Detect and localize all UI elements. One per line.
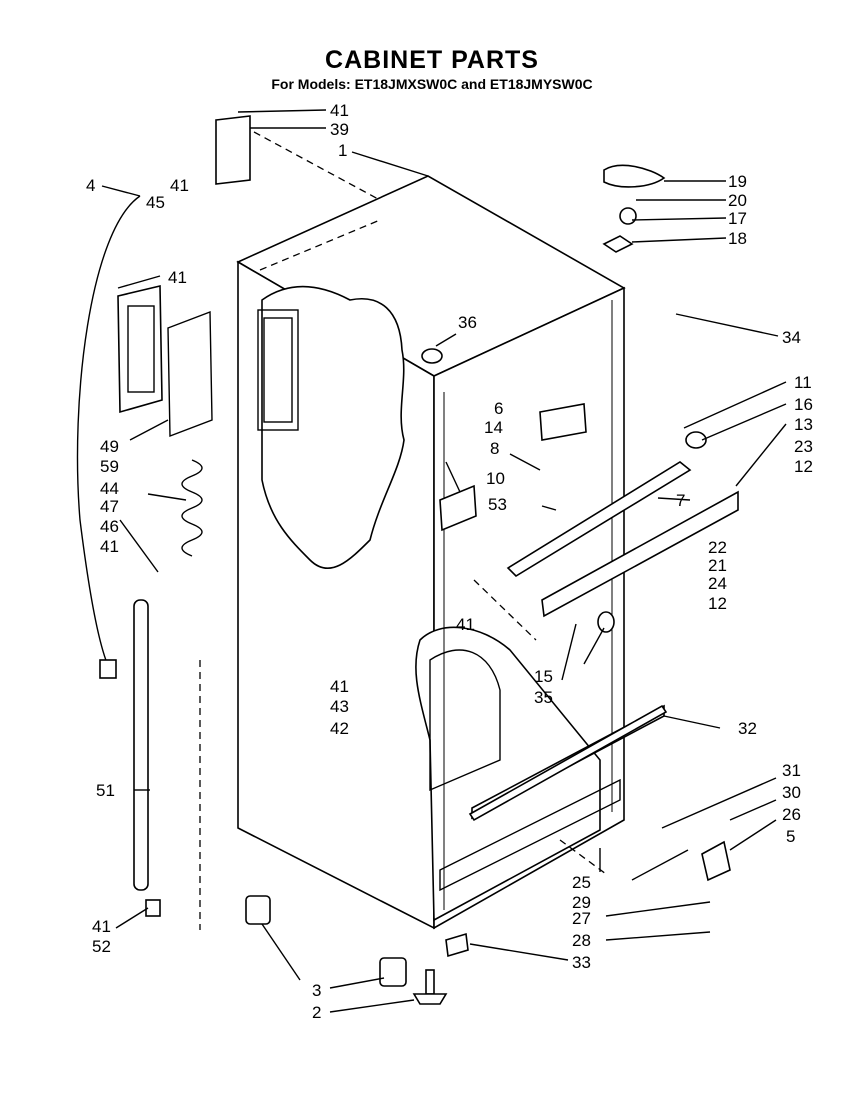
label-8: 8 [490,439,499,458]
label-46: 46 [100,517,119,536]
leader-lines [101,109,787,1013]
label-42: 42 [330,719,349,738]
label-23: 23 [794,437,813,456]
label-11: 11 [794,373,812,392]
label-2: 2 [312,1003,321,1022]
label-35: 35 [534,688,553,707]
part-labels: 41 39 1 4 41 45 19 20 17 18 41 34 36 11 … [86,101,813,1022]
label-22: 22 [708,538,727,557]
label-19: 19 [728,172,747,191]
label-39: 39 [330,120,349,139]
label-12: 12 [794,457,813,476]
label-32: 32 [738,719,757,738]
label-41: 41 [330,677,349,696]
label-31: 31 [782,761,801,780]
label-29: 29 [572,893,591,912]
label-15: 15 [534,667,553,686]
label-18: 18 [728,229,747,248]
label-45: 45 [146,193,165,212]
label-4: 4 [86,176,95,195]
label-49: 49 [100,437,119,456]
parts-glyphs [76,115,739,1005]
label-51: 51 [96,781,115,800]
label-21: 21 [708,556,727,575]
label-30: 30 [782,783,801,802]
label-41: 41 [100,537,119,556]
label-28: 28 [572,931,591,950]
label-41: 41 [170,176,189,195]
label-41: 41 [330,101,349,120]
label-25: 25 [572,873,591,892]
label-14: 14 [484,418,503,437]
label-41: 41 [92,917,111,936]
label-12: 12 [708,594,727,613]
diagram-title: CABINET PARTS [325,46,539,74]
label-44: 44 [100,479,119,498]
label-5: 5 [786,827,795,846]
diagram-subtitle: For Models: ET18JMXSW0C and ET18JMYSW0C [271,76,593,92]
label-3: 3 [312,981,321,1000]
label-59: 59 [100,457,119,476]
label-6: 6 [494,399,503,418]
label-7: 7 [676,491,685,510]
label-27: 27 [572,909,591,928]
label-24: 24 [708,574,727,593]
label-43: 43 [330,697,349,716]
label-41: 41 [168,268,187,287]
label-33: 33 [572,953,591,972]
label-47: 47 [100,497,119,516]
label-1: 1 [338,141,347,160]
label-53: 53 [488,495,507,514]
label-20: 20 [728,191,747,210]
label-41: 41 [456,615,475,634]
label-34: 34 [782,328,801,347]
label-13: 13 [794,415,813,434]
label-10: 10 [486,469,505,488]
cabinet-body [236,175,665,930]
label-16: 16 [794,395,813,414]
label-26: 26 [782,805,801,824]
label-17: 17 [728,209,747,228]
label-36: 36 [458,313,477,332]
label-52: 52 [92,937,111,956]
